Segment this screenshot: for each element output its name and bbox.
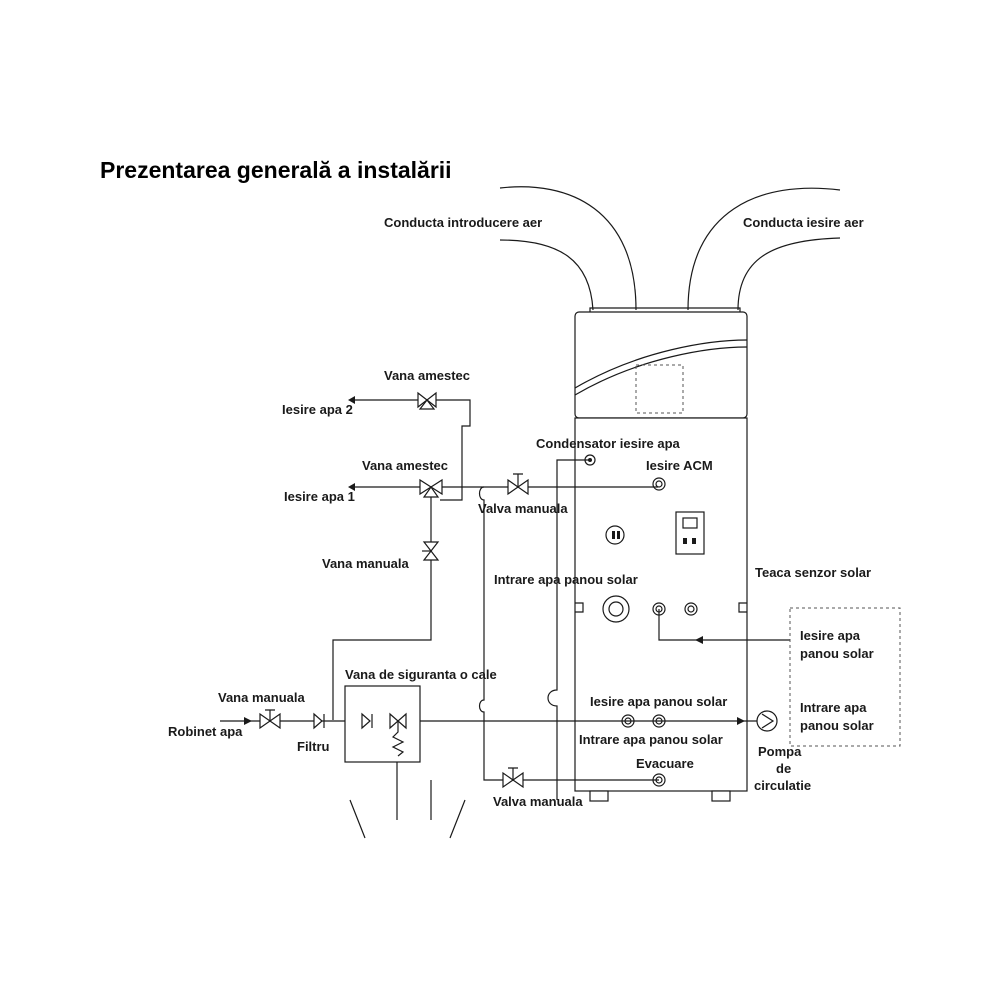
drain-label: Evacuare	[636, 756, 694, 771]
water-out-1-label: Iesire apa 1	[284, 489, 355, 504]
air-intake-duct-label: Conducta introducere aer	[384, 215, 542, 230]
safety-valve-label: Vana de siguranta o cale	[345, 667, 497, 682]
safety-valve-assembly[interactable]	[344, 685, 421, 763]
acm-out-label: Iesire ACM	[646, 458, 713, 473]
page-title: Prezentarea generală a instalării	[100, 157, 452, 183]
tank-handles	[575, 602, 747, 613]
solar-panel-box	[789, 607, 901, 747]
manual-valve-1-label: Valva manuala	[478, 501, 568, 516]
pump-label-line2: de	[776, 761, 791, 776]
manual-valve-bottom[interactable]	[502, 767, 524, 789]
drain-funnel	[349, 799, 466, 839]
solar-panel-in-label-line2: panou solar	[800, 718, 874, 733]
water-out-2-label: Iesire apa 2	[282, 402, 353, 417]
solar-sensor-label: Teaca senzor solar	[755, 565, 871, 580]
solar-in-lower-label: Intrare apa panou solar	[579, 732, 723, 747]
mix-valve-top[interactable]	[417, 391, 437, 410]
air-outlet-duct-label: Conducta iesire aer	[743, 215, 864, 230]
mix-valve-mid-label: Vana amestec	[362, 458, 448, 473]
condenser-out-label: Condensator iesire apa	[536, 436, 681, 451]
pump-label-line1: Pompa	[758, 744, 802, 759]
tap-label: Robinet apa	[168, 724, 243, 739]
filter[interactable]	[313, 712, 325, 730]
mix-valve-mid[interactable]	[419, 478, 443, 498]
pump-label-line3: circulatie	[754, 778, 811, 793]
solar-panel-in-label-line1: Intrare apa	[800, 700, 867, 715]
manual-valve-left-label: Vana manuala	[322, 556, 409, 571]
solar-panel-out-label-line1: Iesire apa	[800, 628, 861, 643]
solar-in-upper-label: Intrare apa panou solar	[494, 572, 638, 587]
filter-label: Filtru	[297, 739, 330, 754]
circulation-pump[interactable]	[756, 710, 778, 732]
manual-valve-bottom-label: Vana manuala	[218, 690, 305, 705]
piping-network	[220, 396, 790, 820]
heat-pump-housing	[574, 307, 748, 419]
tank-display-panel	[675, 511, 705, 555]
tank-indicator-icon	[605, 525, 625, 545]
air-outlet-duct	[687, 187, 841, 311]
manual-valve-left[interactable]	[422, 541, 440, 561]
solar-out-lower-label: Iesire apa panou solar	[590, 694, 727, 709]
air-intake-duct	[499, 186, 637, 311]
mix-valve-top-label: Vana amestec	[384, 368, 470, 383]
solar-panel-out-label-line2: panou solar	[800, 646, 874, 661]
manual-valve-top[interactable]	[507, 473, 529, 496]
tank-flange	[602, 595, 630, 623]
manual-valve-2-label: Valva manuala	[493, 794, 583, 809]
manual-valve-tap[interactable]	[259, 709, 281, 730]
